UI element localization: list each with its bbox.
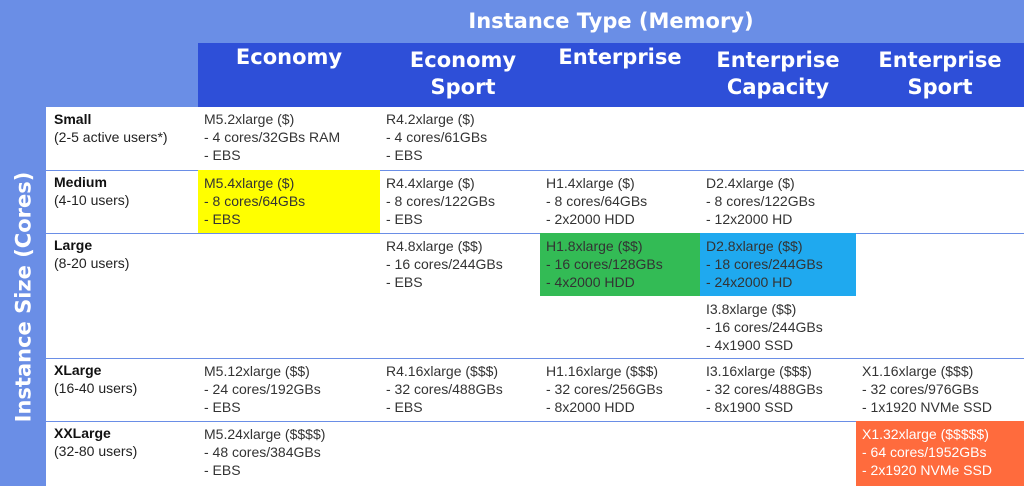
cell-medium-economy-sport: R4.4xlarge ($) - 8 cores/122GBs - EBS [380,170,540,233]
row-label-small: Small (2-5 active users*) [54,110,168,146]
cell-line: - 16 cores/128GBs [546,256,663,272]
cell-line: X1.32xlarge ($$$$$) [862,426,989,442]
row-name: XLarge [54,362,102,378]
row-divider [46,233,1024,234]
row-label-large: Large (8-20 users) [54,236,129,272]
cell-line: - EBS [386,399,423,415]
cell-line: - 2x2000 HDD [546,211,635,227]
cell-line: - 24x2000 HD [706,274,793,290]
cell-xxlarge-economy: M5.24xlarge ($$$$) - 48 cores/384GBs - E… [198,421,380,486]
cell-line: - EBS [386,147,423,163]
cell-line: - 32 cores/488GBs [386,381,503,397]
cell-large-enterprise-capacity: D2.8xlarge ($$) - 18 cores/244GBs - 24x2… [700,233,856,296]
cell-line: - 8x2000 HDD [546,399,635,415]
row-divider [46,421,1024,422]
cell-medium-economy: M5.4xlarge ($) - 8 cores/64GBs - EBS [198,170,380,233]
cell-line: - EBS [204,147,241,163]
column-header: Economy [235,45,343,69]
cell-small-economy-sport: R4.2xlarge ($) - 4 cores/61GBs - EBS [380,106,540,169]
cell-medium-enterprise: H1.4xlarge ($) - 8 cores/64GBs - 2x2000 … [540,170,700,233]
cell-xlarge-economy-sport: R4.16xlarge ($$$) - 32 cores/488GBs - EB… [380,358,540,421]
row-users: (2-5 active users*) [54,129,168,145]
cell-large-enterprise: H1.8xlarge ($$) - 16 cores/128GBs - 4x20… [540,233,700,296]
cell-xxlarge-enterprise-sport: X1.32xlarge ($$$$$) - 64 cores/1952GBs -… [856,421,1024,486]
cell-line: R4.4xlarge ($) [386,175,475,191]
row-label-xxlarge: XXLarge (32-80 users) [54,424,137,460]
cell-line: - 4x1900 SSD [706,337,794,353]
cell-large-economy-sport: R4.8xlarge ($$) - 16 cores/244GBs - EBS [380,233,540,296]
cell-line: - 32 cores/256GBs [546,381,663,397]
row-users: (16-40 users) [54,380,138,396]
side-title: Instance Size (Cores) [0,107,46,486]
row-divider [46,170,1024,171]
row-users: (8-20 users) [54,255,130,271]
cell-line: I3.8xlarge ($$) [706,301,797,317]
cell-line: - 16 cores/244GBs [386,256,503,272]
row-label-medium: Medium (4-10 users) [54,173,129,209]
cell-line: - EBS [204,211,241,227]
cell-line: - 8 cores/64GBs [546,193,648,209]
column-header: Economy Sport [409,48,517,99]
cell-line: - 64 cores/1952GBs [862,444,987,460]
cell-large-enterprise-capacity-alt: I3.8xlarge ($$) - 16 cores/244GBs - 4x19… [700,296,856,358]
cell-line: M5.4xlarge ($) [204,175,295,191]
cell-xlarge-economy: M5.12xlarge ($$) - 24 cores/192GBs - EBS [198,358,380,421]
cell-line: R4.2xlarge ($) [386,111,475,127]
cell-line: - 4 cores/61GBs [386,129,488,145]
cell-line: - 12x2000 HD [706,211,793,227]
cell-line: I3.16xlarge ($$$) [706,363,812,379]
cell-line: X1.16xlarge ($$$) [862,363,974,379]
cell-line: H1.8xlarge ($$) [546,238,643,254]
row-users: (32-80 users) [54,443,138,459]
row-label-xlarge: XLarge (16-40 users) [54,361,137,397]
cell-line: - 1x1920 NVMe SSD [862,399,992,415]
cell-line: R4.8xlarge ($$) [386,238,483,254]
cell-line: - 2x1920 NVMe SSD [862,462,992,478]
row-divider [46,358,1024,359]
cell-xlarge-enterprise-capacity: I3.16xlarge ($$$) - 32 cores/488GBs - 8x… [700,358,856,421]
cell-line: R4.16xlarge ($$$) [386,363,499,379]
row-name: Medium [54,174,107,190]
cell-line: D2.8xlarge ($$) [706,238,803,254]
column-header-row: Economy Economy Sport Enterprise Enterpr… [198,43,1024,107]
cell-line: - 4 cores/32GBs RAM [204,129,341,145]
cell-line: D2.4xlarge ($) [706,175,795,191]
cell-line: - 8 cores/122GBs [386,193,495,209]
row-users: (4-10 users) [54,192,130,208]
cell-xlarge-enterprise-sport: X1.16xlarge ($$$) - 32 cores/976GBs - 1x… [856,358,1024,421]
cell-line: - 16 cores/244GBs [706,319,823,335]
cell-line: - 32 cores/976GBs [862,381,979,397]
cell-line: - 8 cores/64GBs [204,193,306,209]
row-name: Small [54,111,92,127]
column-header: Enterprise [558,45,682,69]
cell-line: - 8 cores/122GBs [706,193,815,209]
cell-line: - 32 cores/488GBs [706,381,823,397]
column-header: Enterprise Capacity [716,48,840,99]
cell-xlarge-enterprise: H1.16xlarge ($$$) - 32 cores/256GBs - 8x… [540,358,700,421]
cell-line: - EBS [386,274,423,290]
cell-line: - 4x2000 HDD [546,274,635,290]
cell-line: - EBS [204,399,241,415]
cell-line: - 8x1900 SSD [706,399,794,415]
cell-line: - 24 cores/192GBs [204,381,321,397]
cell-line: - 18 cores/244GBs [706,256,823,272]
cell-line: - EBS [204,462,241,478]
row-name: XXLarge [54,425,111,441]
cell-line: M5.2xlarge ($) [204,111,295,127]
row-name: Large [54,237,93,253]
cell-line: H1.4xlarge ($) [546,175,635,191]
side-title-text: Instance Size (Cores) [11,171,36,422]
cell-line: M5.12xlarge ($$) [204,363,310,379]
cell-line: M5.24xlarge ($$$$) [204,426,326,442]
cell-line: - 48 cores/384GBs [204,444,321,460]
table-title: Instance Type (Memory) [468,9,754,33]
cell-line: H1.16xlarge ($$$) [546,363,659,379]
column-header: Enterprise Sport [878,48,1002,99]
cell-small-economy: M5.2xlarge ($) - 4 cores/32GBs RAM - EBS [198,106,380,169]
cell-medium-enterprise-capacity: D2.4xlarge ($) - 8 cores/122GBs - 12x200… [700,170,856,233]
cell-line: - EBS [386,211,423,227]
